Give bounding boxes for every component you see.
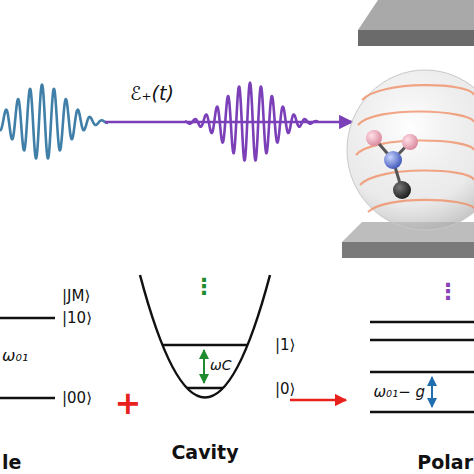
combine-arrow xyxy=(290,399,346,402)
ellipsis-dots: ⋮ xyxy=(437,280,459,304)
energy-level xyxy=(187,387,223,390)
frequency-label: ωC xyxy=(210,358,232,373)
energy-level xyxy=(163,344,247,347)
panel-title: Cavity xyxy=(171,442,238,463)
pulse-wave xyxy=(0,84,108,158)
cavity-potential xyxy=(140,275,270,398)
molecule xyxy=(366,130,418,199)
energy-level xyxy=(0,317,55,320)
field-helix xyxy=(356,85,474,212)
frequency-arrow xyxy=(431,377,433,407)
state-label: |1⟩ xyxy=(275,337,295,354)
energy-level xyxy=(370,321,474,324)
frequency-label: ω₀₁ xyxy=(2,347,28,365)
energy-level xyxy=(370,339,474,342)
panel-title: le xyxy=(2,452,21,473)
state-label: |0⟩ xyxy=(275,381,295,398)
ellipsis-dots: ⋮ xyxy=(193,275,215,299)
state-label: |00⟩ xyxy=(62,390,92,407)
pulse-wave xyxy=(185,83,318,161)
panel-title: Polar xyxy=(417,452,473,473)
frequency-label: ω₀₁− g xyxy=(374,384,425,401)
plus-sign: + xyxy=(115,386,142,421)
state-label: |10⟩ xyxy=(62,310,92,327)
mirror-plate xyxy=(342,242,474,258)
mirror-plate xyxy=(358,0,474,30)
field-sphere xyxy=(347,70,474,230)
energy-level xyxy=(370,371,474,374)
energy-level xyxy=(0,397,55,400)
state-label: |JM⟩ xyxy=(62,288,90,305)
mirror-plate xyxy=(358,30,474,46)
energy-level xyxy=(370,411,474,414)
frequency-arrow xyxy=(203,350,205,383)
pulse-label: ℰ₊(t) xyxy=(130,83,174,104)
